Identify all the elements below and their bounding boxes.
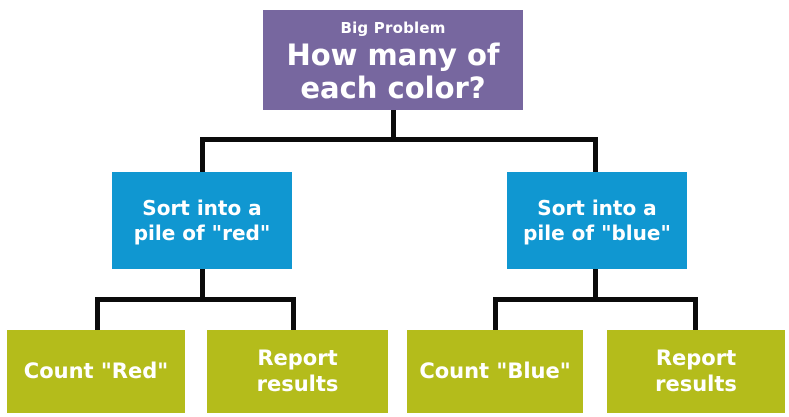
connector-sort-red-trunk [200,269,205,300]
report-results-left-label: Report results [256,345,339,396]
sort-red-box: Sort into a pile of "red" [112,172,292,269]
count-blue-label: Count "Blue" [419,358,571,383]
report-results-left-box: Report results [207,330,388,413]
connector-drop-sort-red [200,137,205,172]
report-results-right-label: Report results [655,345,737,396]
connector-drop-count-blue [493,297,498,330]
big-problem-box: Big Problem How many of each color? [263,10,523,110]
count-red-label: Count "Red" [23,358,169,383]
count-blue-box: Count "Blue" [407,330,583,413]
connector-sort-blue-bar [493,297,698,302]
report-results-right-box: Report results [607,330,785,413]
connector-drop-sort-blue [593,137,598,172]
sort-red-label: Sort into a pile of "red" [133,196,271,245]
connector-top-bar [200,137,598,142]
sort-blue-box: Sort into a pile of "blue" [507,172,687,269]
connector-drop-count-red [95,297,100,330]
connector-drop-report-right [693,297,698,330]
sort-blue-label: Sort into a pile of "blue" [523,196,671,245]
big-problem-title: How many of each color? [286,38,500,106]
big-problem-tag: Big Problem [340,19,446,37]
connector-drop-report-left [291,297,296,330]
count-red-box: Count "Red" [7,330,185,413]
connector-root-trunk [391,110,396,142]
connector-sort-blue-trunk [593,269,598,300]
connector-sort-red-bar [95,297,296,302]
